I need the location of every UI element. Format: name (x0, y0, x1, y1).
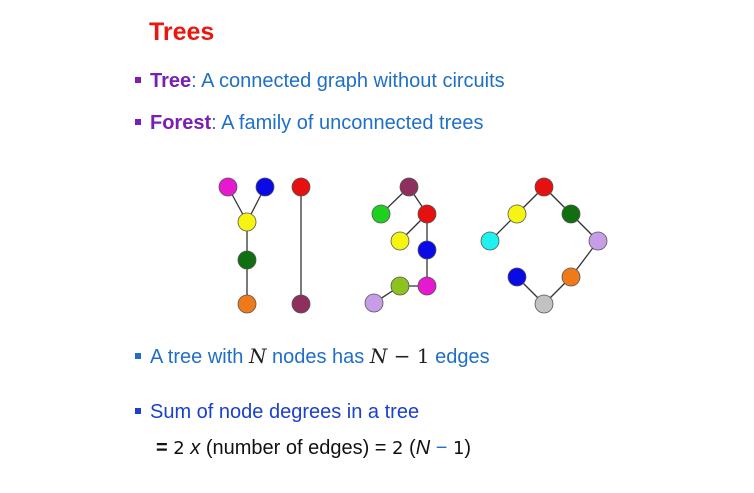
open-paren: ( (403, 437, 416, 459)
bullet-degree-sum: Sum of node degrees in a tree (135, 401, 419, 424)
bullet-tree-definition: Tree: A connected graph without circuits (135, 70, 505, 93)
math-n: N (369, 344, 388, 368)
degree-equation: = 2 x (number of edges) = 2 (N − 1) (156, 437, 471, 460)
node-darkgreen (237, 250, 257, 270)
node-red (417, 204, 437, 224)
slide-title: Trees (149, 18, 215, 46)
number-two: 2 (173, 438, 185, 459)
node-yellow (390, 231, 410, 251)
node-lavender (588, 231, 608, 251)
bullet-square-icon (135, 119, 141, 125)
close-paren: ) (464, 437, 472, 459)
node-plum (291, 294, 311, 314)
node-darkgreen (561, 204, 581, 224)
math-n: N (248, 344, 267, 368)
tree-term: Tree (150, 70, 192, 92)
node-blue (255, 177, 275, 197)
forest-nodes (218, 177, 608, 314)
bullet-square-icon (135, 77, 141, 83)
equation-minus: − (430, 437, 453, 459)
node-magenta (417, 276, 437, 296)
node-olive (390, 276, 410, 296)
node-red (291, 177, 311, 197)
node-gray (534, 294, 554, 314)
math-minus-one: − 1 (387, 344, 430, 368)
node-cyan (480, 231, 500, 251)
node-lavender (364, 293, 384, 313)
node-plum (399, 177, 419, 197)
equals-sign: = (156, 437, 174, 459)
edge-count-text-start: A tree with (150, 346, 249, 368)
node-blue (507, 267, 527, 287)
bullet-square-icon (135, 408, 141, 414)
times-x: x (184, 437, 201, 459)
tree-definition: : A connected graph without circuits (191, 70, 505, 92)
number-two: 2 (392, 438, 404, 459)
forest-edges (227, 186, 599, 305)
node-yellow (237, 212, 257, 232)
number-one: 1 (452, 438, 465, 459)
forest-definition: : A family of unconnected trees (211, 112, 484, 134)
edge-count-text-end: edges (429, 346, 490, 368)
bullet-forest-definition: Forest: A family of unconnected trees (135, 112, 484, 135)
edge-count-text-mid: nodes has (266, 346, 370, 368)
node-green (371, 204, 391, 224)
degree-sum-text: Sum of node degrees in a tree (150, 401, 420, 423)
bullet-square-icon (135, 353, 141, 359)
forest-term: Forest (150, 112, 212, 134)
node-orange (561, 267, 581, 287)
node-red (534, 177, 554, 197)
node-blue (417, 240, 437, 260)
equation-n: N (415, 437, 431, 459)
equation-middle: (number of edges) = (200, 437, 393, 459)
node-orange (237, 294, 257, 314)
node-magenta (218, 177, 238, 197)
node-yellow (507, 204, 527, 224)
bullet-edge-count: A tree with N nodes has N − 1 edges (135, 344, 490, 369)
